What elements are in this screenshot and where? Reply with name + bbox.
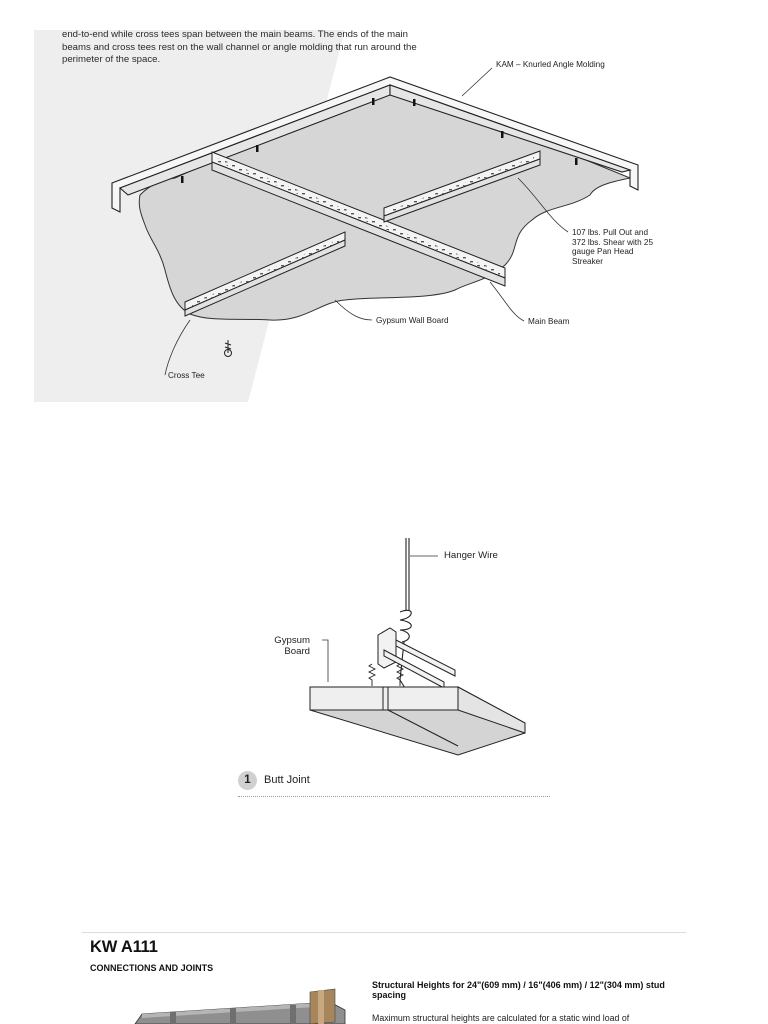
label-gypsum-board-line1: Gypsum xyxy=(274,635,310,646)
cross-tee-lower xyxy=(184,231,346,317)
label-gypsum-wall-board: Gypsum Wall Board xyxy=(376,316,449,325)
label-pull-out-shear: 107 lbs. Pull Out and 372 lbs. Shear wit… xyxy=(572,228,654,266)
label-main-beam: Main Beam xyxy=(528,317,570,326)
cross-tee-upper xyxy=(383,150,541,223)
butt-joint-illustration xyxy=(309,538,526,756)
section-title: KW A111 xyxy=(90,938,158,956)
joint-title: Butt Joint xyxy=(264,774,310,786)
label-gypsum-board-line2: Board xyxy=(284,646,310,657)
joint-number-badge: 1 xyxy=(238,771,257,790)
hanger-clip xyxy=(377,627,456,689)
ceiling-grid-illustration xyxy=(34,30,639,402)
leader-lines xyxy=(164,67,569,376)
label-hanger-wire: Hanger Wire xyxy=(444,550,498,561)
wall-assembly-illustration xyxy=(134,988,346,1024)
intro-paragraph: end-to-end while cross tees span between… xyxy=(62,29,417,66)
structural-heights-heading: Structural Heights for 24"(609 mm) / 16"… xyxy=(372,980,665,1000)
gypsum-board-slab xyxy=(309,686,526,756)
loose-screw xyxy=(224,340,232,357)
label-kam: KAM – Knurled Angle Molding xyxy=(496,60,605,69)
label-gypsum-board: Gypsum Board xyxy=(250,635,310,657)
label-cross-tee: Cross Tee xyxy=(168,371,205,380)
section-subtitle: CONNECTIONS AND JOINTS xyxy=(90,963,214,973)
butt-joint-leaders xyxy=(322,555,438,682)
molding-screws xyxy=(181,98,578,183)
section-divider xyxy=(82,932,686,933)
structural-heights-body: Maximum structural heights are calculate… xyxy=(372,1013,630,1023)
knurled-angle-molding xyxy=(111,76,639,213)
joint-springs xyxy=(367,663,405,686)
main-beam xyxy=(211,151,506,287)
joint-divider xyxy=(238,796,550,797)
